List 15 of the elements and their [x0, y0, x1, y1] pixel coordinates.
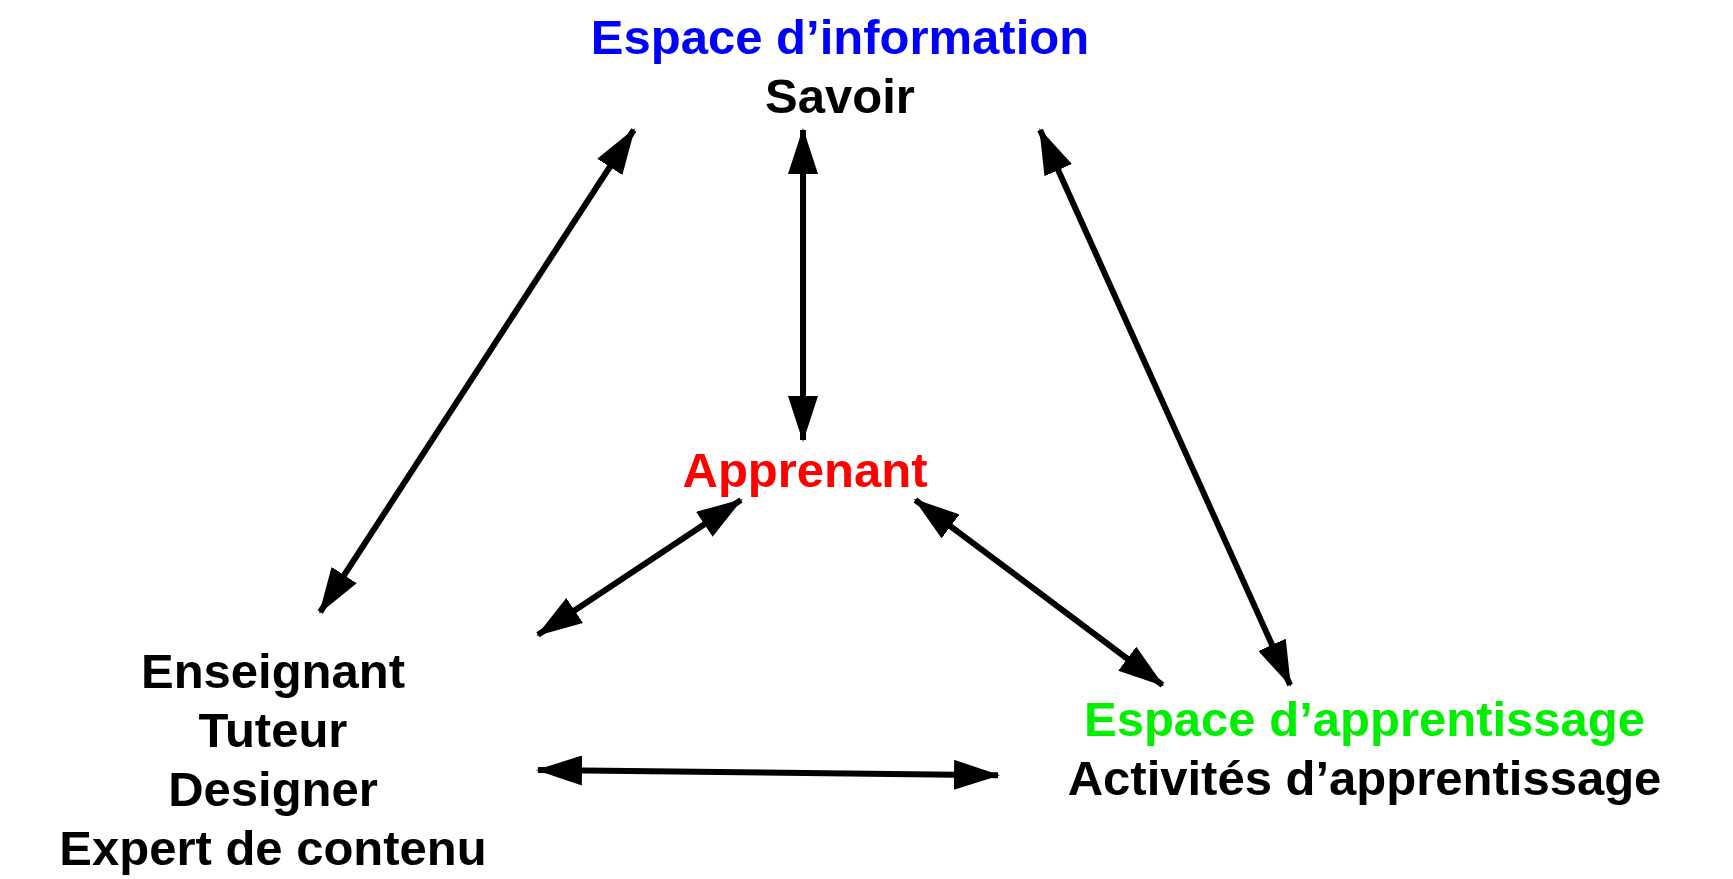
- node-label: Activités d’apprentissage: [1067, 750, 1662, 807]
- node-label: Enseignant: [140, 643, 406, 700]
- double-arrow: [1037, 128, 1293, 687]
- node-label: Savoir: [765, 68, 915, 125]
- node-label: Expert de contenu: [59, 820, 487, 877]
- double-arrow: [788, 128, 818, 442]
- double-arrow: [536, 497, 743, 638]
- double-arrow: [317, 128, 637, 614]
- heading-label: Espace d’apprentissage: [1084, 691, 1645, 748]
- heading-label: Apprenant: [682, 441, 928, 499]
- double-arrow: [913, 497, 1165, 688]
- double-arrow: [536, 755, 1000, 790]
- node-label: Designer: [168, 761, 378, 818]
- heading-label: Espace d’information: [590, 9, 1090, 66]
- node-label: Tuteur: [198, 702, 348, 759]
